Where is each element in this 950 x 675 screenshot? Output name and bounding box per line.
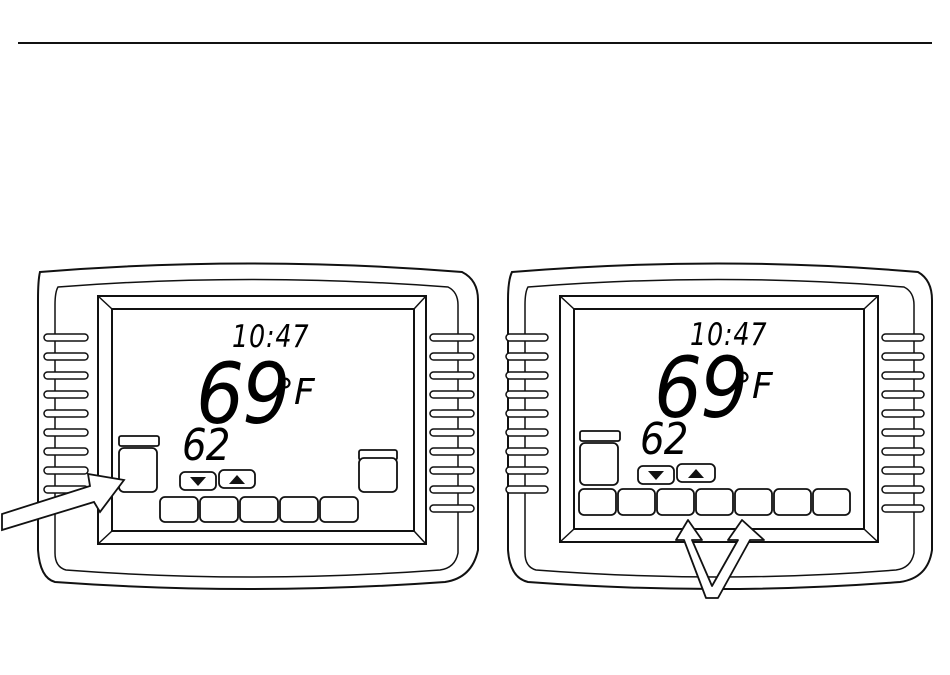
vents-left-right-unit — [506, 334, 548, 493]
setpoint-right: 62 — [640, 418, 688, 462]
up-arrow-icon-right — [677, 464, 715, 482]
unit-right: °F — [734, 369, 773, 405]
soft-keys-right — [579, 489, 850, 515]
down-arrow-icon-right — [638, 466, 674, 484]
side-panel-left-right-unit — [580, 431, 620, 485]
